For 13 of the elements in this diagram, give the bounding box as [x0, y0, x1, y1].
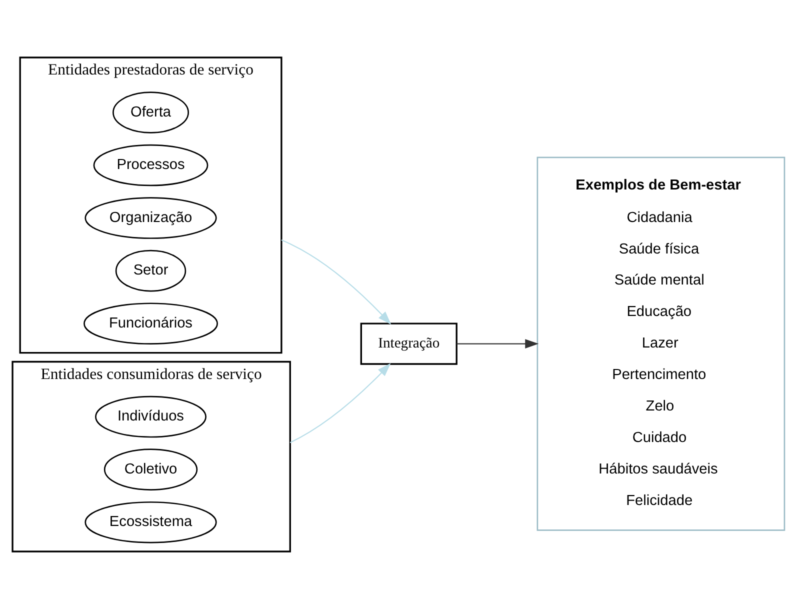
node-ellipse: Indivíduos	[95, 395, 206, 438]
node-ellipse: Setor	[115, 249, 186, 292]
arrow	[456, 338, 539, 348]
node-ellipse: Organização	[84, 196, 217, 238]
arrow	[290, 362, 391, 443]
node-ellipse: Coletivo	[104, 448, 198, 490]
node-ellipse: Oferta	[112, 91, 189, 133]
node-box: Integração	[360, 322, 458, 364]
node-ellipse: Processos	[93, 144, 208, 186]
node-ellipse: Funcionários	[84, 302, 218, 344]
node-ellipse: Ecossistema	[84, 500, 217, 543]
node-box: Exemplos de Bem-estar Cidadania Saúde física Saúde mental Educação Lazer Pertencimento Zelo Cuidado Hábitos saudáveis Felicidade	[536, 156, 786, 530]
arrow	[281, 239, 392, 324]
